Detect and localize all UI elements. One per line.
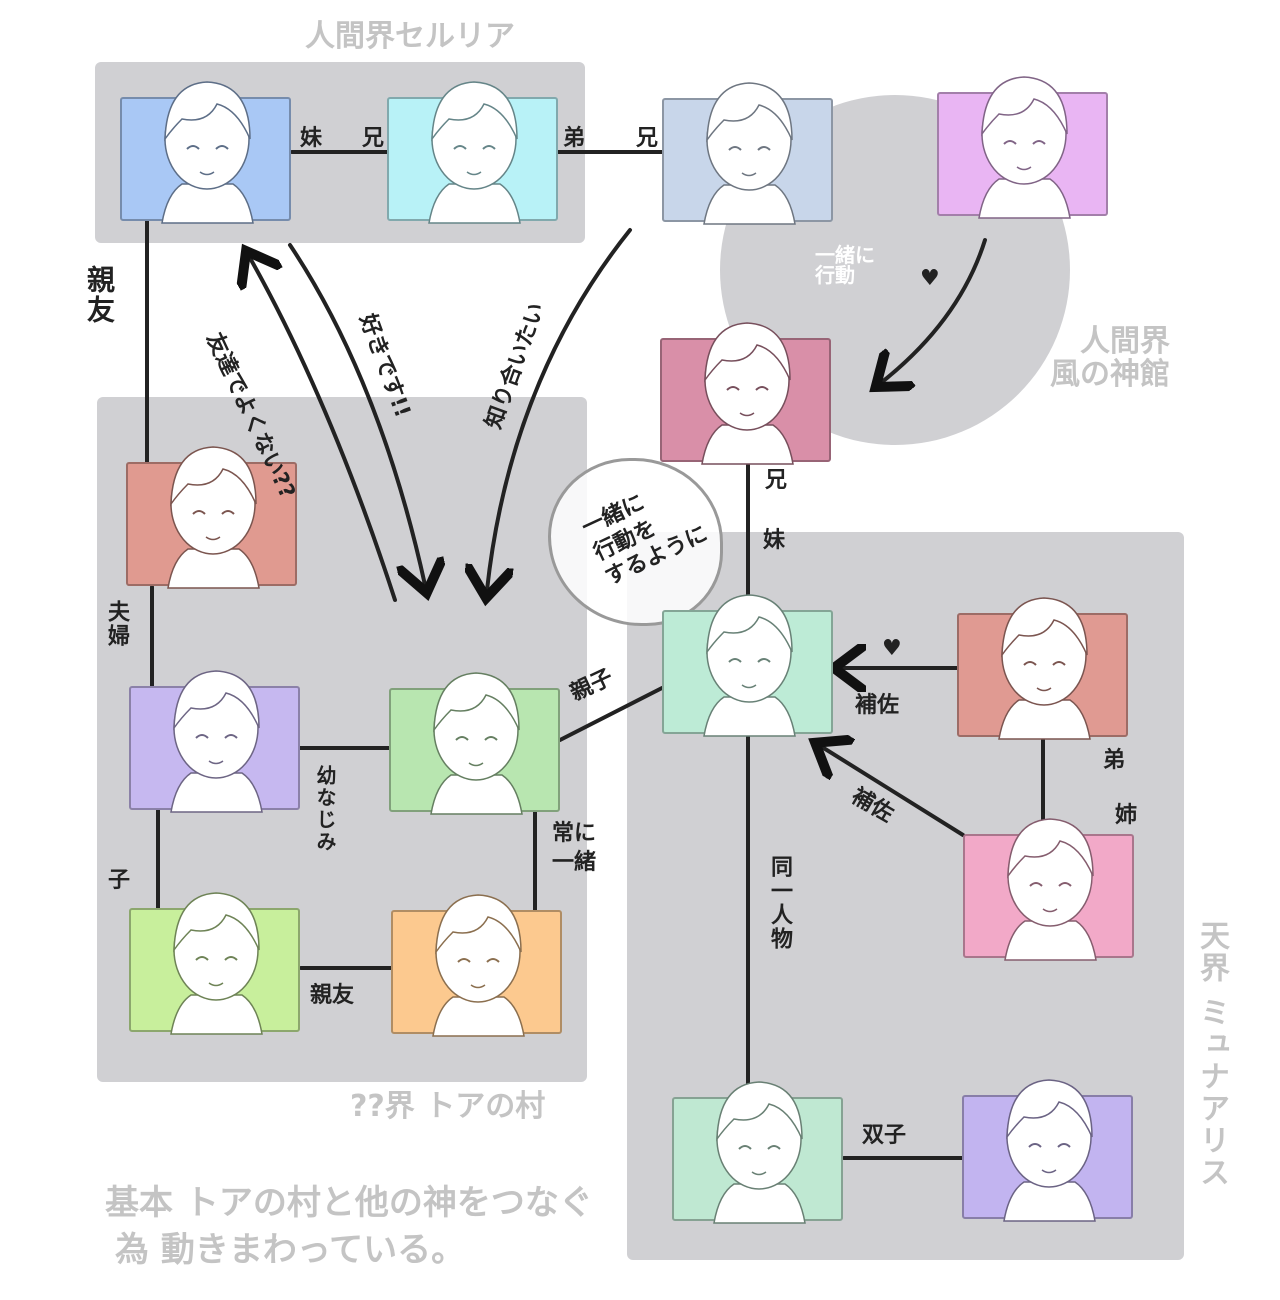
character-card[interactable] <box>387 81 558 224</box>
character-card[interactable] <box>120 81 291 224</box>
character-portrait-icon <box>703 82 796 225</box>
heart-icon: ♥ <box>882 636 902 661</box>
label-brother-b: 兄 <box>636 126 659 151</box>
character-card[interactable] <box>962 1079 1133 1222</box>
label-brother-c: 兄 <box>765 468 788 493</box>
label-assistant-a: 補佐 <box>855 693 900 718</box>
region-label-heaven: 天界 ミュナアリス <box>1194 920 1229 1189</box>
character-portrait-icon <box>703 594 796 737</box>
character-card[interactable] <box>660 322 831 465</box>
character-portrait-icon <box>978 76 1071 219</box>
label-child: 子 <box>108 868 131 893</box>
character-card[interactable] <box>957 597 1128 740</box>
character-card[interactable] <box>129 892 300 1035</box>
character-portrait-icon <box>998 597 1091 740</box>
label-act-together: 一緒に 行動 <box>815 243 875 287</box>
label-married: 夫婦 <box>104 600 129 648</box>
region-label-wind-shrine: 人間界 風の神館 <box>1050 324 1170 392</box>
character-portrait-icon <box>1003 1079 1096 1222</box>
character-card[interactable] <box>963 818 1134 961</box>
character-card[interactable] <box>389 672 560 815</box>
label-brother-a: 兄 <box>362 126 385 151</box>
character-portrait-icon <box>170 670 263 813</box>
character-card[interactable] <box>662 594 833 737</box>
character-card[interactable] <box>672 1081 843 1224</box>
character-portrait-icon <box>713 1081 806 1224</box>
label-same-person: 同一人物 <box>767 855 792 951</box>
region-label-toa-village: ??界 トアの村 <box>350 1089 546 1124</box>
character-card[interactable] <box>937 76 1108 219</box>
label-sister-a: 妹 <box>300 126 323 151</box>
character-portrait-icon <box>428 81 521 224</box>
label-childhood-friend: 幼なじみ <box>313 765 337 853</box>
label-best-friend-a: 親友 <box>83 265 116 325</box>
character-portrait-icon <box>170 892 263 1035</box>
character-card[interactable] <box>391 894 562 1037</box>
character-portrait-icon <box>1004 818 1097 961</box>
note-line-1: 基本 トアの村と他の神をつなぐ <box>105 1183 593 1223</box>
note-line-2: 為 動きまわっている。 <box>115 1230 466 1270</box>
label-younger-brother: 弟 <box>563 126 586 151</box>
character-card[interactable] <box>126 446 297 589</box>
label-sister-c: 妹 <box>763 528 786 553</box>
character-portrait-icon <box>701 322 794 465</box>
region-label-human-cerulia: 人間界セルリア <box>305 19 515 54</box>
label-elder-sister: 姉 <box>1115 803 1138 828</box>
heart-icon: ♥ <box>920 266 940 291</box>
label-younger-brother-b: 弟 <box>1103 748 1126 773</box>
character-card[interactable] <box>129 670 300 813</box>
label-always-together: 常に 一緒 <box>552 821 597 875</box>
label-best-friend-b: 親友 <box>310 983 355 1008</box>
character-card[interactable] <box>662 82 833 225</box>
character-portrait-icon <box>432 894 525 1037</box>
character-portrait-icon <box>161 81 254 224</box>
label-twins: 双子 <box>862 1123 907 1148</box>
character-portrait-icon <box>430 672 523 815</box>
character-portrait-icon <box>167 446 260 589</box>
